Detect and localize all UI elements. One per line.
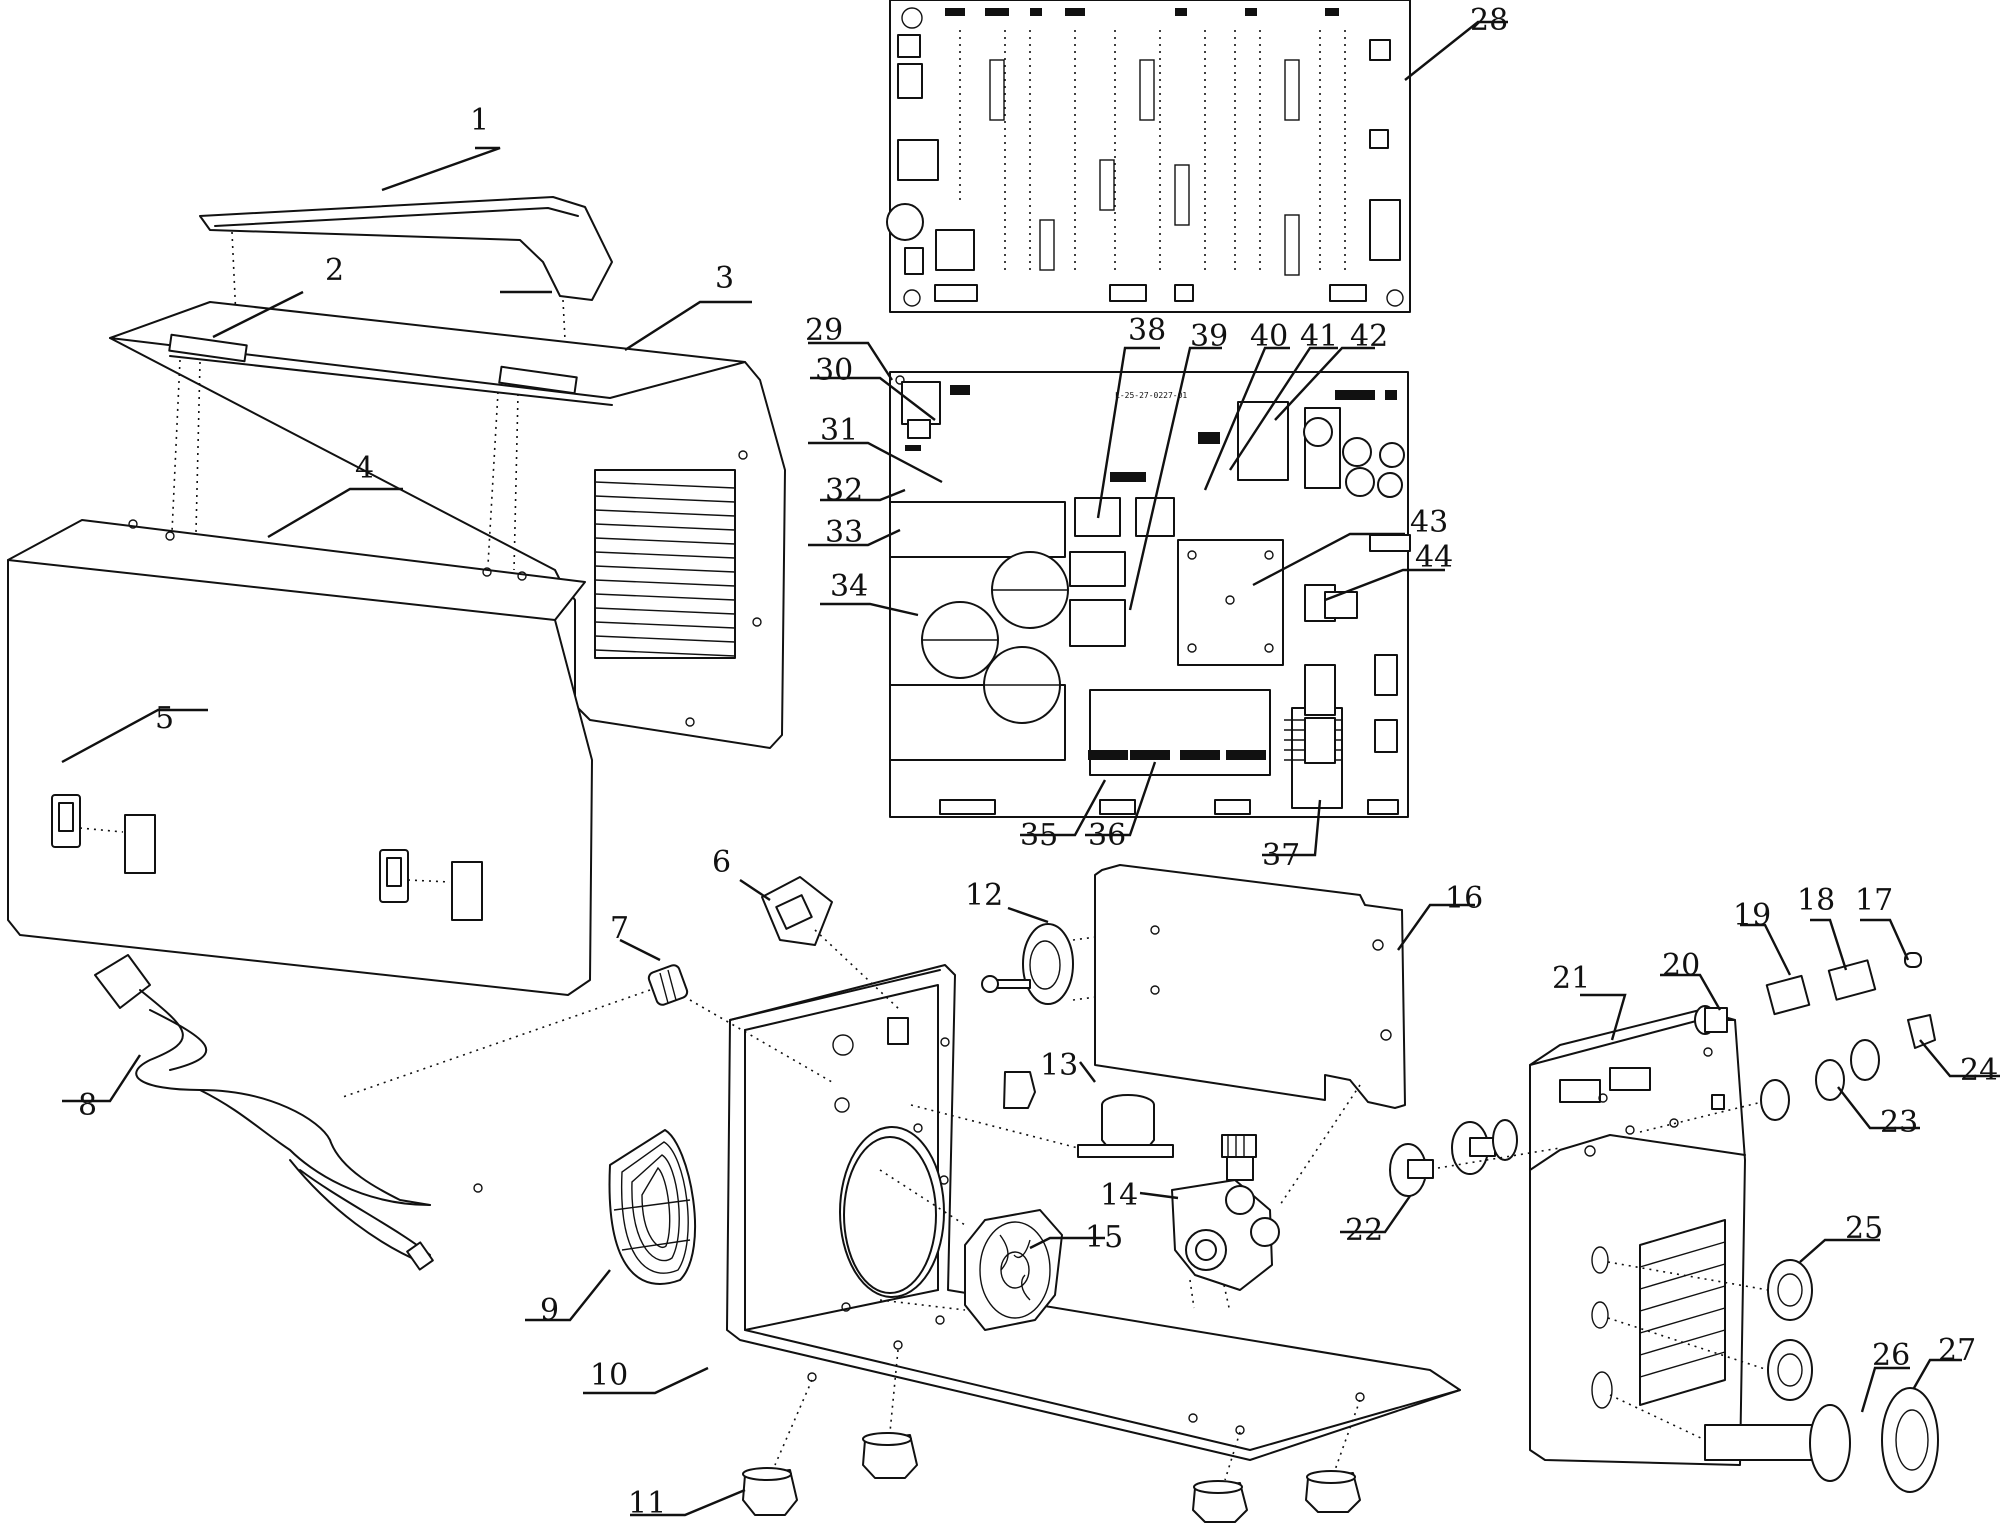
label-30: 30: [815, 353, 853, 388]
label-23: 23: [1880, 1105, 1918, 1140]
label-24: 24: [1960, 1053, 1998, 1088]
label-25: 25: [1845, 1211, 1883, 1246]
label-14: 14: [1100, 1178, 1138, 1213]
label-35: 35: [1020, 818, 1058, 853]
base-chassis: [726, 964, 1461, 1461]
louvre-vents: [594, 469, 736, 659]
pcb-component-columns: [959, 30, 1346, 270]
svg-text:L-25-27-0227-01: L-25-27-0227-01: [1115, 391, 1187, 400]
label-44: 44: [1415, 540, 1453, 575]
callout-leaders: [61, 20, 2000, 1517]
control-pcb: [886, 0, 1411, 313]
label-16: 16: [1445, 881, 1483, 916]
divider-plate: [1094, 864, 1406, 1206]
terminal-parts: [1639, 952, 1936, 1133]
label-17: 17: [1855, 883, 1893, 918]
label-33: 33: [825, 515, 863, 550]
label-22: 22: [1345, 1213, 1383, 1248]
bushing-and-hose: [910, 1071, 1174, 1158]
label-32: 32: [825, 473, 863, 508]
label-20: 20: [1662, 948, 1700, 983]
label-6: 6: [712, 845, 731, 880]
label-12: 12: [965, 878, 1003, 913]
label-3: 3: [715, 261, 734, 296]
label-19: 19: [1733, 898, 1771, 933]
label-5: 5: [155, 701, 174, 736]
electrolytic-capacitors: [921, 551, 1069, 724]
label-15: 15: [1085, 1220, 1123, 1255]
label-28: 28: [1470, 3, 1508, 38]
label-9: 9: [540, 1293, 559, 1328]
label-40: 40: [1250, 319, 1288, 354]
front-control-panel: [1529, 1009, 1746, 1466]
label-43: 43: [1410, 505, 1448, 540]
power-cord: [94, 954, 483, 1271]
label-34: 34: [830, 569, 868, 604]
label-29: 29: [805, 313, 843, 348]
label-10: 10: [590, 1358, 628, 1393]
rocker-switch: [761, 876, 901, 1011]
front-cover-panel: [7, 519, 593, 996]
cooling-fan: [879, 1169, 1063, 1331]
label-8: 8: [78, 1088, 97, 1123]
rubber-feet: [742, 1349, 1361, 1523]
label-42: 42: [1350, 319, 1388, 354]
label-11: 11: [628, 1486, 666, 1521]
label-26: 26: [1872, 1338, 1910, 1373]
top-side-cover: [109, 301, 786, 749]
label-37: 37: [1262, 838, 1300, 873]
label-7: 7: [610, 911, 629, 946]
output-sockets: [1607, 1259, 1939, 1493]
label-4: 4: [355, 451, 374, 486]
fan-grille: [608, 1129, 697, 1285]
label-41: 41: [1300, 319, 1338, 354]
cable-gland: [339, 964, 833, 1099]
label-18: 18: [1797, 883, 1835, 918]
control-knobs: [1389, 1119, 1561, 1197]
label-13: 13: [1040, 1048, 1078, 1083]
label-31: 31: [820, 413, 858, 448]
front-vents: [1639, 1219, 1726, 1406]
pcb-ic-rows: [989, 59, 1300, 276]
panel-switches: [51, 794, 483, 921]
label-1: 1: [470, 103, 489, 138]
wire-feeder: [1171, 1134, 1280, 1313]
main-power-pcb: L-25-27-0227-01: [889, 371, 1411, 818]
hinge-brackets: [168, 333, 578, 571]
label-38: 38: [1128, 313, 1166, 348]
label-39: 39: [1190, 319, 1228, 354]
label-2: 2: [325, 253, 344, 288]
label-27: 27: [1938, 1333, 1976, 1368]
label-21: 21: [1552, 961, 1590, 996]
callout-numbers: 1 2 3 4 5 6 7 8 9 10 11 12 13 14 15 16 1…: [78, 3, 1998, 1521]
label-36: 36: [1088, 818, 1126, 853]
